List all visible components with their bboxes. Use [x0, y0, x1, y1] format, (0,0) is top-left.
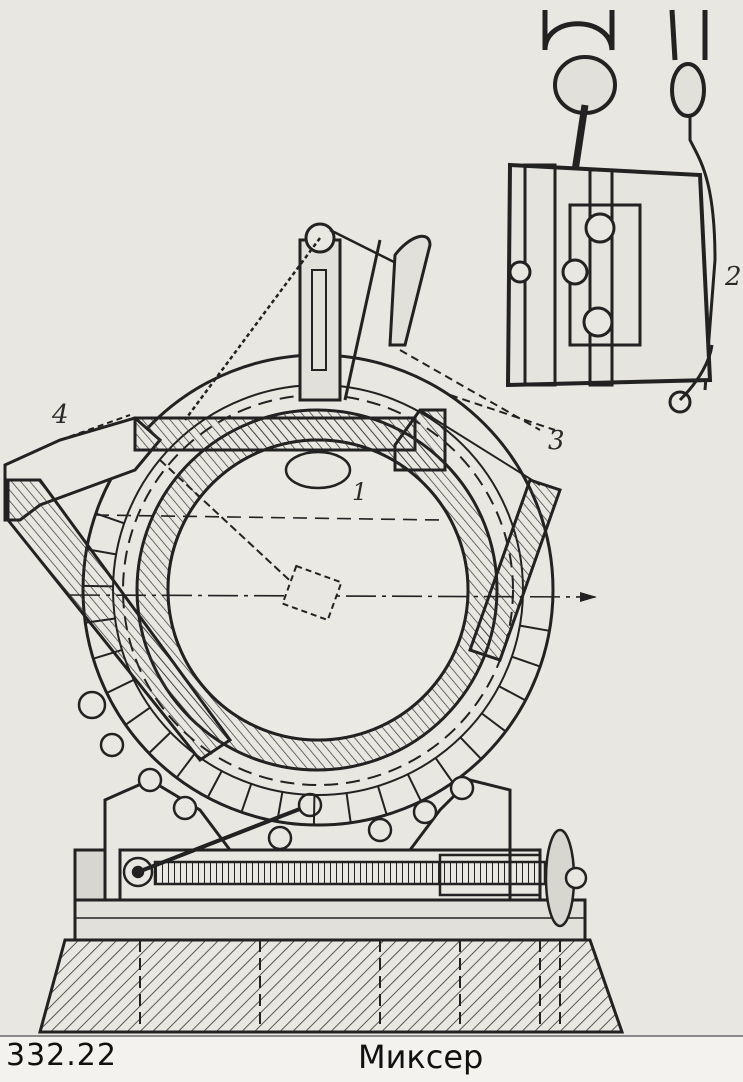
caption-bar	[0, 1035, 743, 1082]
support-rollers	[77, 690, 475, 851]
gear-tooth	[175, 753, 196, 779]
ladle	[505, 9, 717, 414]
gear-tooth	[434, 757, 454, 784]
mixer-technical-drawing	[3, 9, 717, 1034]
pouring-spout	[3, 414, 233, 763]
foundation	[38, 938, 625, 1034]
gear-tooth	[459, 736, 482, 760]
gear-tooth	[519, 624, 550, 632]
plate-caption: Миксер	[358, 1038, 484, 1076]
callout-1: 1	[352, 478, 368, 506]
gear-tooth	[240, 783, 253, 813]
callout-4: 4	[52, 400, 69, 430]
gear-tooth	[106, 678, 135, 694]
tilt-screw-mechanism	[122, 792, 588, 928]
gear-tooth	[345, 792, 352, 823]
callout-2: 2	[725, 262, 742, 292]
gear-tooth	[206, 770, 223, 798]
gear-tooth	[312, 794, 316, 825]
gear-tooth	[498, 685, 526, 702]
base-frame	[73, 778, 587, 942]
gear-tooth	[481, 712, 507, 733]
gear-tooth	[124, 706, 151, 726]
gear-tooth	[276, 791, 284, 822]
filling-throat	[393, 349, 562, 662]
callout-3: 3	[548, 426, 565, 456]
tilt-lever	[159, 222, 432, 622]
roof-slab	[133, 416, 417, 452]
plate-number: 332.22	[6, 1038, 117, 1073]
gear-tooth	[376, 785, 388, 816]
gear-tooth	[406, 773, 422, 802]
gear-tooth	[511, 655, 541, 668]
gear-tooth	[148, 731, 172, 754]
